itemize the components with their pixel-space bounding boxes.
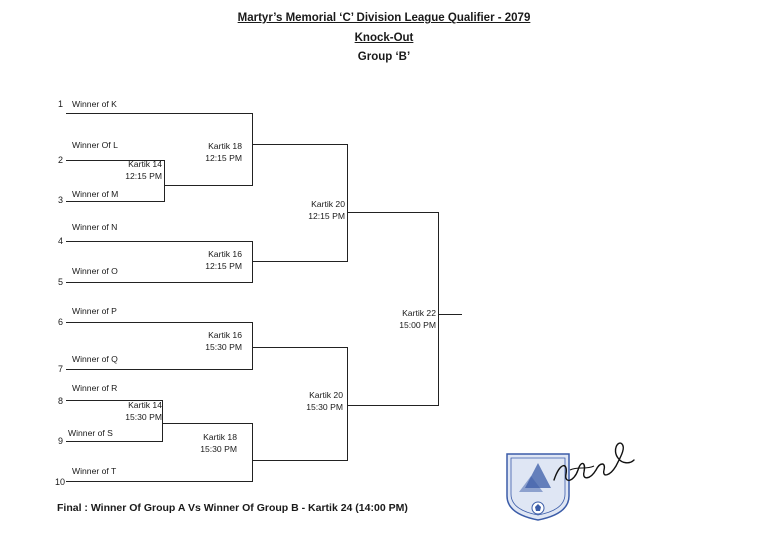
- bracket-line: [438, 212, 439, 406]
- bracket-line: [162, 400, 163, 442]
- bracket-line: [66, 369, 252, 370]
- bracket-line: [347, 405, 438, 406]
- match-time: 12:15 PM: [205, 260, 242, 271]
- bracket-line: [164, 160, 165, 202]
- match-date: Kartik 14: [128, 400, 162, 410]
- match-date: Kartik 16: [208, 330, 242, 340]
- team-slot-1: Winner of K: [72, 99, 117, 109]
- bracket-line: [347, 347, 348, 461]
- match-bottom-prelim: Kartik 14 15:30 PM: [112, 400, 162, 423]
- bracket-line: [66, 113, 252, 114]
- slot-number-8: 8: [58, 396, 64, 406]
- match-r1-b: Kartik 16 12:15 PM: [190, 249, 242, 272]
- match-time: 15:30 PM: [125, 411, 162, 422]
- bracket-line: [66, 241, 252, 242]
- bracket-line: [66, 201, 164, 202]
- slot-number-4: 4: [58, 236, 64, 246]
- bracket-line: [347, 212, 438, 213]
- match-time: 12:15 PM: [125, 170, 162, 181]
- bracket-line: [66, 160, 164, 161]
- match-semi-bottom: Kartik 20 15:30 PM: [288, 390, 343, 413]
- bracket-line: [66, 481, 252, 482]
- bracket-line: [162, 423, 252, 424]
- match-final: Kartik 22 15:00 PM: [381, 308, 436, 331]
- bracket-line: [347, 144, 348, 262]
- bracket-line: [252, 460, 347, 461]
- signature: [553, 442, 635, 481]
- team-slot-6: Winner of P: [72, 306, 117, 316]
- match-date: Kartik 18: [208, 141, 242, 151]
- bracket-line: [164, 185, 252, 186]
- bracket-line: [438, 314, 462, 315]
- match-time: 15:30 PM: [306, 401, 343, 412]
- document-subtitle: Knock-Out: [354, 32, 414, 44]
- team-slot-8: Winner of R: [72, 383, 118, 393]
- slot-number-2: 2: [58, 155, 64, 165]
- match-date: Kartik 18: [203, 432, 237, 442]
- bracket-line: [252, 113, 253, 186]
- slot-number-3: 3: [58, 195, 64, 205]
- bracket-line: [252, 144, 347, 145]
- bracket-line: [252, 241, 253, 283]
- match-date: Kartik 14: [128, 159, 162, 169]
- match-date: Kartik 20: [309, 390, 343, 400]
- bracket-line: [66, 400, 162, 401]
- team-slot-5: Winner of O: [72, 266, 118, 276]
- bracket-line: [252, 347, 347, 348]
- slot-number-1: 1: [58, 99, 64, 109]
- match-r1-a: Kartik 18 12:15 PM: [190, 141, 242, 164]
- group-label: Group ‘B’: [357, 51, 411, 63]
- slot-number-7: 7: [58, 364, 64, 374]
- match-time: 15:30 PM: [200, 443, 237, 454]
- match-time: 15:00 PM: [399, 319, 436, 330]
- bracket-line: [66, 322, 252, 323]
- bracket-line: [252, 261, 347, 262]
- match-semi-top: Kartik 20 12:15 PM: [290, 199, 345, 222]
- team-slot-4: Winner of N: [72, 222, 118, 232]
- match-r1-d: Kartik 18 15:30 PM: [184, 432, 237, 455]
- team-slot-7: Winner of Q: [72, 354, 118, 364]
- team-slot-2: Winner Of L: [72, 140, 118, 150]
- bracket-line: [66, 282, 252, 283]
- bracket-line: [252, 423, 253, 482]
- team-slot-3: Winner of M: [72, 189, 119, 199]
- match-date: Kartik 22: [402, 308, 436, 318]
- final-note: Final : Winner Of Group A Vs Winner Of G…: [57, 502, 408, 514]
- match-r1-c: Kartik 16 15:30 PM: [190, 330, 242, 353]
- slot-number-6: 6: [58, 317, 64, 327]
- match-time: 12:15 PM: [308, 210, 345, 221]
- slot-number-9: 9: [58, 436, 64, 446]
- association-seal-icon: [506, 453, 570, 521]
- match-date: Kartik 20: [311, 199, 345, 209]
- team-slot-10: Winner of T: [72, 466, 117, 476]
- match-time: 12:15 PM: [205, 152, 242, 163]
- match-top-prelim: Kartik 14 12:15 PM: [112, 159, 162, 182]
- bracket-line: [66, 441, 162, 442]
- team-slot-9: Winner of S: [68, 428, 113, 438]
- slot-number-10: 10: [55, 477, 66, 487]
- match-time: 15:30 PM: [205, 341, 242, 352]
- match-date: Kartik 16: [208, 249, 242, 259]
- document-title: Martyr’s Memorial ‘C’ Division League Qu…: [237, 12, 531, 24]
- bracket-line: [252, 322, 253, 370]
- slot-number-5: 5: [58, 277, 64, 287]
